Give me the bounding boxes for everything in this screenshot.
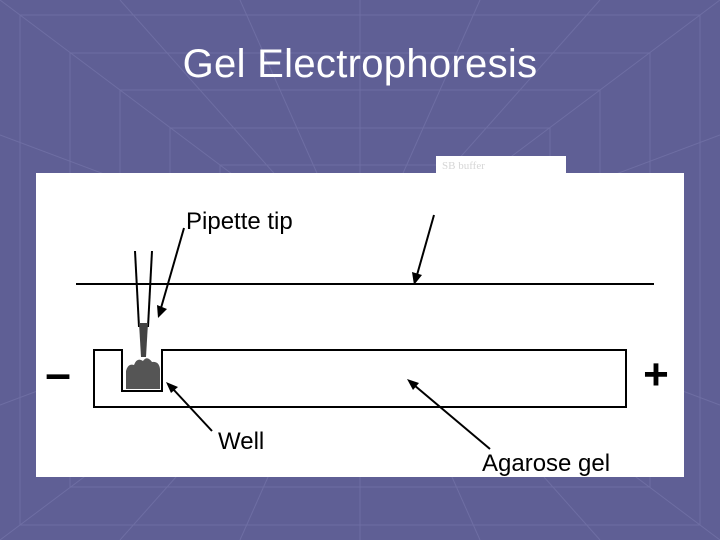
pipette-tip — [134, 250, 153, 357]
slide-title: Gel Electrophoresis — [182, 42, 538, 86]
positive-electrode-label: + — [643, 350, 669, 399]
agarose-gel-label: Agarose gel — [482, 450, 610, 477]
buffer-label: SB buffer — [436, 156, 566, 176]
arrows — [157, 214, 491, 450]
well-label: Well — [218, 428, 264, 455]
dna-sample — [126, 358, 160, 389]
agarose-gel-slab — [93, 349, 627, 408]
pipette-tip-label: Pipette tip — [186, 208, 293, 235]
electrophoresis-diagram: – + Pipette tip Well Agarose gel — [36, 173, 684, 477]
diagram-background — [36, 173, 684, 477]
negative-electrode-label: – — [45, 347, 71, 399]
